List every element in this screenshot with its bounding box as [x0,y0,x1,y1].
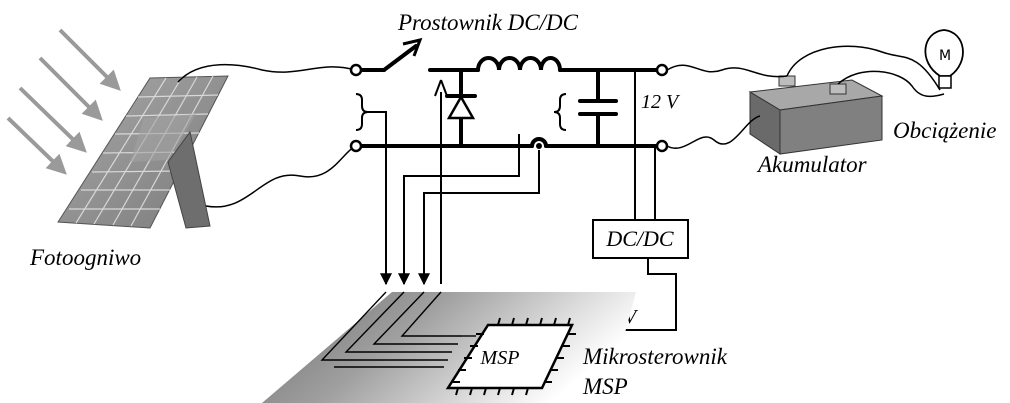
panel-stand [167,130,211,229]
bulb-filament-glyph: M [939,48,951,64]
dcdc-box-label: DC/DC [605,226,674,251]
brace-right [553,93,567,131]
battery-wire-plus [666,64,788,78]
switch [360,37,480,72]
voltage-main-label: 12 V [641,91,681,113]
terminals [349,63,669,153]
mcu-label-line2: MSP [582,374,628,399]
brace-left [355,93,369,131]
sunlight-arrows [6,28,121,175]
capacitor [578,68,618,148]
logic-supply-line [576,258,677,330]
battery-label: Akumulator [756,152,868,177]
dcdc-box: DC/DC [592,219,689,259]
load-bulb: M [924,29,964,89]
load-wire-a [786,45,941,91]
diode [445,68,477,148]
mcu-chip: MSP [445,317,576,396]
inductor [476,56,562,72]
pv-label: Fotoogniwo [29,245,141,270]
board-traces [320,291,476,368]
pv-wire-top [177,63,356,83]
sense-lines [368,79,540,286]
mcu-chip-label: MSP [480,347,520,369]
battery [748,75,884,155]
mcu-board: MSP [262,291,636,403]
pv-wire-bottom [205,145,356,208]
converter-label: Prostownik DC/DC [397,10,579,35]
load-label: Obciążenie [893,118,996,143]
battery-wire-minus [666,115,761,149]
load-wire-b [837,70,945,98]
mcu-label-line1: Mikrosterownik [582,344,728,369]
solar-panel [57,75,229,229]
chip-pins [452,317,576,396]
current-sense-loop [530,137,548,148]
